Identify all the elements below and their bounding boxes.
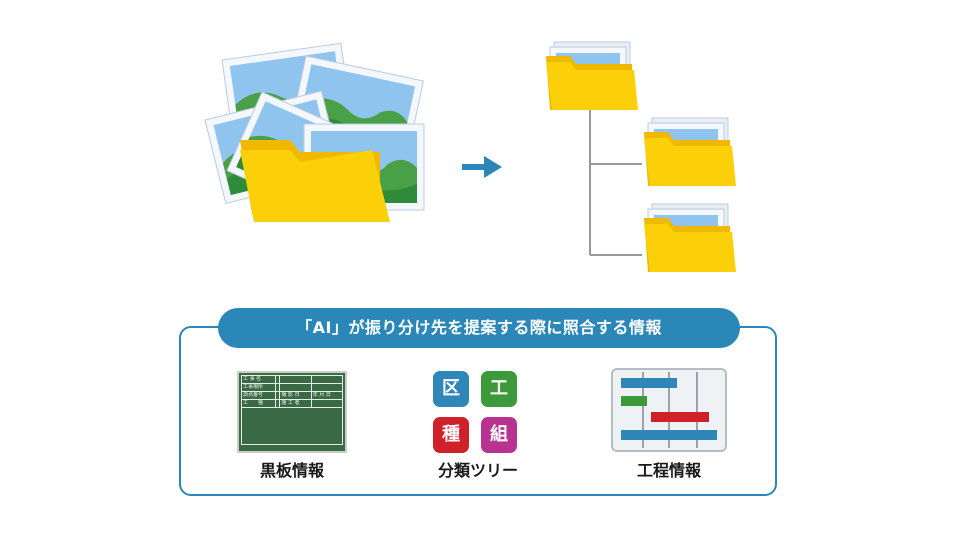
tree-connector [589, 108, 642, 256]
blackboard-cell: 工 事 名 [241, 375, 276, 384]
blackboard-row: 工 種施 工 者 [241, 399, 344, 408]
tile-shu: 種 [433, 417, 469, 453]
tile-ku: 区 [433, 371, 469, 407]
blackboard-table: 工 事 名工事場所測点番号撮 影 日年 月 日工 種施 工 者 [241, 375, 344, 445]
blackboard-row: 工 事 名 [241, 375, 344, 384]
big-folder-icon [240, 140, 390, 222]
tile-ko: 工 [481, 371, 517, 407]
category-tiles-icon: 区 工 種 組 [433, 371, 521, 455]
blackboard-blank-area [241, 407, 343, 445]
blackboard-cell [279, 383, 312, 392]
blackboard-cell: 工 種 [241, 399, 276, 408]
blackboard-cell [279, 375, 312, 384]
root-folder-icon [545, 41, 639, 111]
item-label-blackboard: 黒板情報 [259, 461, 324, 480]
item-label-process: 工程情報 [636, 461, 701, 480]
gantt-chart-icon [611, 368, 727, 452]
blackboard-row: 工事場所 [241, 383, 344, 392]
blackboard-cell [310, 375, 344, 384]
blackboard-cell: 施 工 者 [279, 399, 312, 408]
arrow-right-icon [462, 156, 502, 178]
tile-kumi: 組 [481, 417, 517, 453]
organize-illustration [204, 41, 737, 273]
blackboard-icon: 工 事 名工事場所測点番号撮 影 日年 月 日工 種施 工 者 [237, 371, 347, 453]
blackboard-cell: 工事場所 [241, 383, 276, 392]
child-folder-icon [643, 203, 737, 273]
child-folder-icon [643, 117, 737, 187]
blackboard-cell: 測点番号 [241, 391, 276, 400]
blackboard-cell: 撮 影 日 [279, 391, 312, 400]
blackboard-cell [310, 383, 344, 392]
blackboard-cell: 年 月 日 [310, 391, 344, 400]
blackboard-cell [310, 399, 344, 408]
panel-title: 「AI」が振り分け先を提案する際に照合する情報 [218, 308, 740, 348]
blackboard-row: 測点番号撮 影 日年 月 日 [241, 391, 344, 400]
item-label-category-tree: 分類ツリー [437, 461, 518, 480]
